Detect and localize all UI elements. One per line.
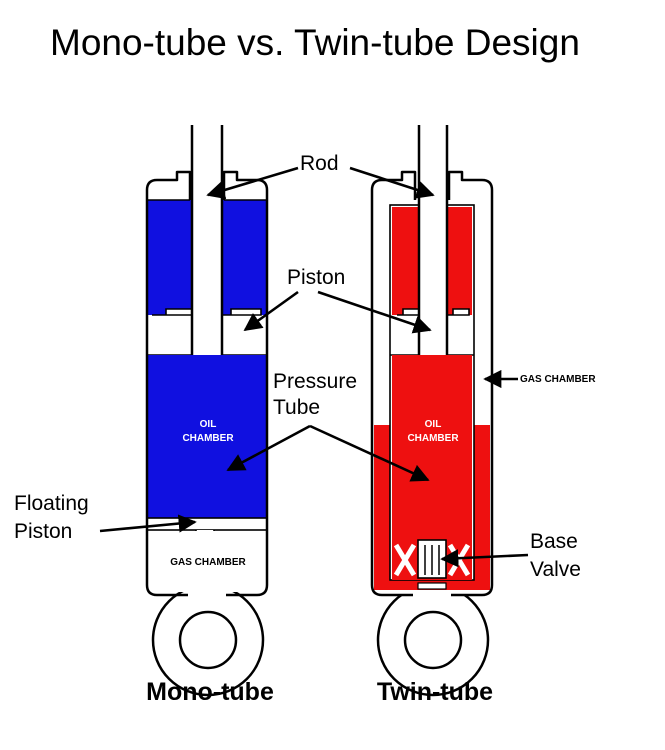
mono-tube-oil-chamber (147, 355, 267, 518)
base-valve-label-2: Valve (530, 558, 581, 581)
piston-arrow-mono (243, 290, 299, 332)
base-valve-label-1: Base (530, 530, 578, 553)
rod-label: Rod (300, 152, 339, 175)
twin-tube-shock: OIL CHAMBER (370, 125, 494, 697)
diagram-title: Mono-tube vs. Twin-tube Design (50, 22, 580, 63)
mono-tube-caption: Mono-tube (146, 678, 274, 706)
twin-tube-rod (417, 125, 449, 355)
mono-tube-gas-chamber (147, 531, 267, 591)
mono-oil-chamber-label-1: OIL (200, 419, 217, 430)
piston-label: Piston (287, 266, 345, 289)
pressure-tube-label-2: Tube (273, 396, 320, 419)
twin-oil-chamber-label-2: CHAMBER (407, 433, 459, 444)
rod-arrow-mono (206, 166, 299, 200)
twin-gas-chamber-label: GAS CHAMBER (520, 374, 596, 385)
piston-arrow-twin (317, 290, 432, 334)
floating-piston-arrow (99, 514, 197, 533)
twin-tube-caption: Twin-tube (377, 678, 493, 706)
rod-arrow-twin (349, 166, 435, 199)
floating-piston-label-2: Piston (14, 520, 72, 543)
twin-tube-mount-eye (376, 583, 490, 697)
mono-gas-chamber-label: GAS CHAMBER (170, 557, 246, 568)
floating-piston-label-1: Floating (14, 492, 89, 515)
mono-tube-shock: OIL CHAMBER GAS CHAMBER (145, 125, 269, 697)
mono-tube-rod (190, 125, 224, 355)
base-valve-arrow (440, 549, 529, 568)
mono-tube-mount-eye (151, 583, 265, 697)
mono-oil-chamber-label-2: CHAMBER (182, 433, 234, 444)
pressure-tube-arrow-mono (226, 424, 311, 472)
pressure-tube-label-1: Pressure (273, 370, 357, 393)
pressure-tube-arrow-twin (309, 424, 430, 482)
twin-oil-chamber-label-1: OIL (425, 419, 442, 430)
